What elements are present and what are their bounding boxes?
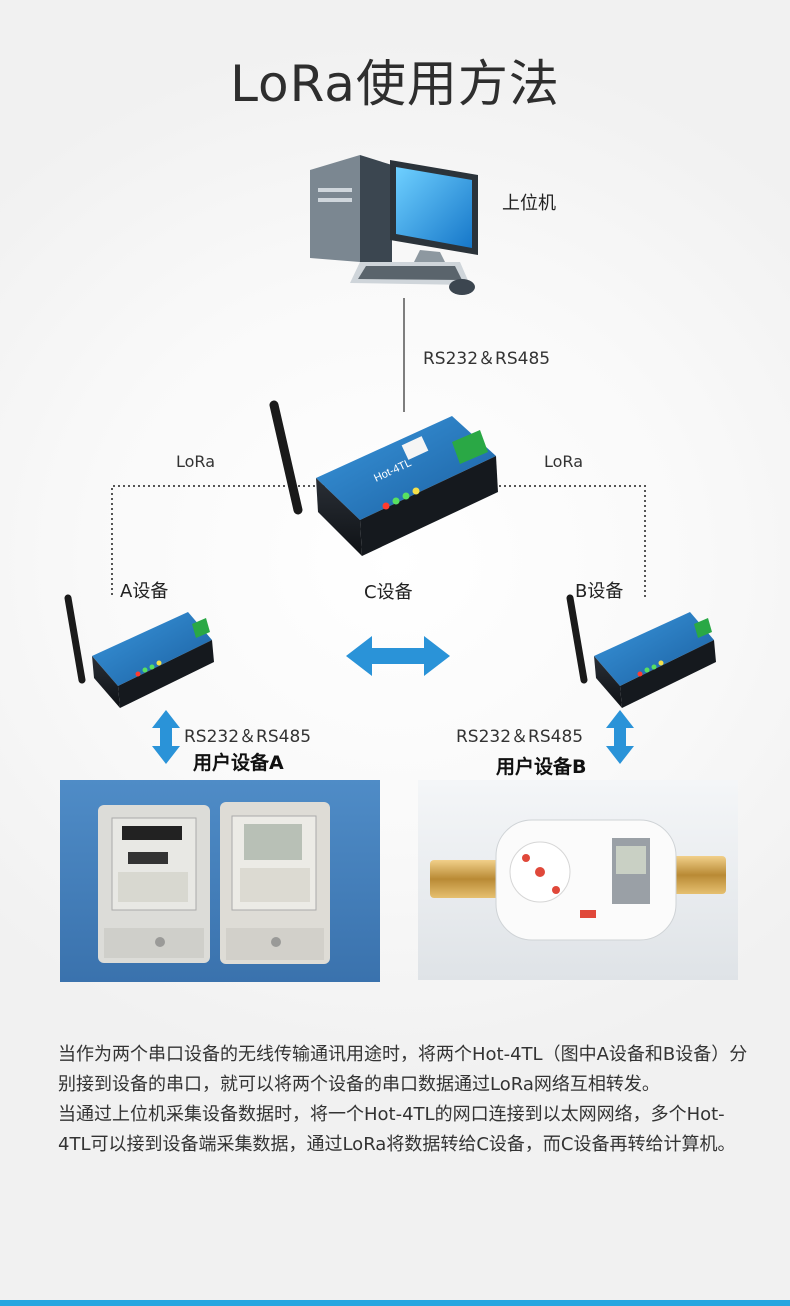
device-b-label: B设备	[575, 581, 624, 602]
host-c-link-label: RS232＆RS485	[423, 349, 551, 369]
double-arrow-vertical-b-icon	[606, 710, 634, 764]
computer-icon	[310, 155, 478, 295]
lora-left-label: LoRa	[176, 452, 215, 471]
device-c-label: C设备	[364, 582, 413, 603]
description-paragraph-2: 当通过上位机采集设备数据时，将一个Hot-4TL的网口连接到以太网网络，多个Ho…	[58, 1104, 736, 1155]
device-c-router: Hot-4TL	[269, 400, 498, 556]
double-arrow-horizontal-icon	[346, 636, 450, 676]
page-title: LoRa使用方法	[230, 55, 560, 113]
electric-meter-photo	[60, 780, 380, 982]
device-a-router	[64, 594, 214, 708]
a-user-link-label: RS232＆RS485	[184, 727, 312, 747]
device-b-router	[566, 594, 716, 708]
description-text: 当作为两个串口设备的无线传输通讯用途时，将两个Hot-4TL（图中A设备和B设备…	[58, 1040, 748, 1160]
double-arrow-vertical-a-icon	[152, 710, 180, 764]
description-paragraph-1: 当作为两个串口设备的无线传输通讯用途时，将两个Hot-4TL（图中A设备和B设备…	[58, 1044, 748, 1095]
b-user-link-label: RS232＆RS485	[456, 727, 584, 747]
lora-right-label: LoRa	[544, 452, 583, 471]
device-a-label: A设备	[120, 581, 169, 602]
user-device-b-label: 用户设备B	[496, 756, 587, 778]
diagram-scene: Hot-4TL	[60, 155, 738, 982]
host-label: 上位机	[502, 193, 556, 214]
water-meter-photo	[418, 780, 738, 980]
lora-right-line	[484, 485, 646, 598]
bottom-accent-bar	[0, 1300, 790, 1306]
user-device-a-label: 用户设备A	[193, 752, 284, 774]
